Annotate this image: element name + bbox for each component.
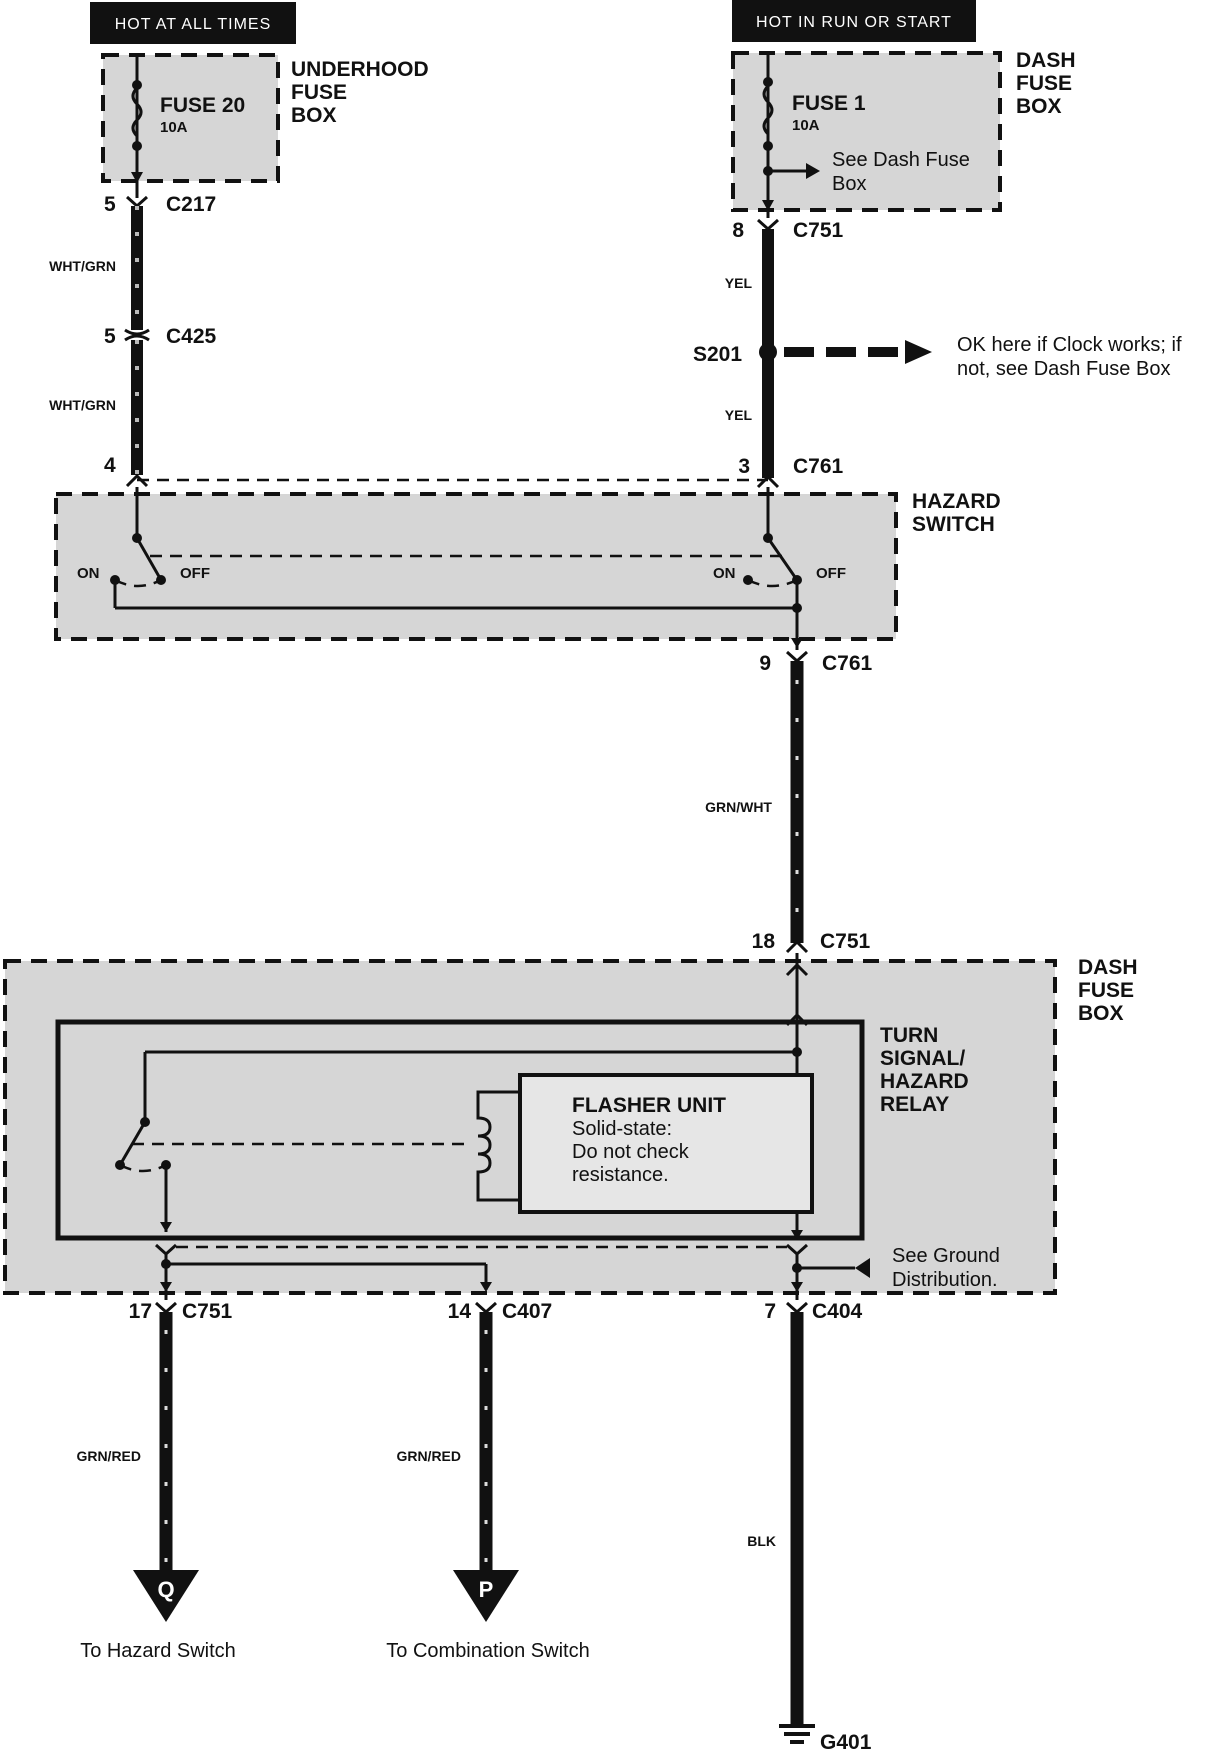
dash-box-top-label-3: BOX: [1016, 95, 1062, 118]
c751-top-pin: 8: [732, 219, 744, 242]
c217-connector: C217: [166, 193, 216, 216]
relay-label-2: SIGNAL/: [880, 1047, 965, 1070]
fuse-1-rating: 10A: [792, 117, 820, 134]
c404-connector: C404: [812, 1300, 863, 1323]
output-left-wire: Q: [133, 1301, 199, 1622]
output-middle-wire: P: [453, 1301, 519, 1622]
c751-out-pin: 17: [129, 1300, 152, 1323]
dash-box-top-label-1: DASH: [1016, 49, 1076, 72]
c761-bottom-pin: 9: [759, 652, 771, 675]
right-wire-upper-color: YEL: [725, 275, 753, 291]
left-off-label: OFF: [180, 565, 210, 582]
c761-bottom-connector: C761: [822, 652, 873, 675]
dash-box-lower-label-3: BOX: [1078, 1002, 1124, 1025]
dash-fuse-box-top: FUSE 1 10A See Dash Fuse Box: [731, 51, 1002, 218]
connector-q-letter: Q: [157, 1577, 174, 1602]
left-wire-wht-grn: [124, 195, 150, 488]
to-combination-switch-caption: To Combination Switch: [386, 1640, 589, 1662]
ground-note-1: See Ground: [892, 1245, 1000, 1267]
hazard-in-pin: 4: [104, 454, 116, 477]
underhood-box-label-2: FUSE: [291, 81, 347, 104]
left-wire-lower-color: WHT/GRN: [49, 397, 116, 413]
underhood-box-label-3: BOX: [291, 104, 337, 127]
right-wire-lower-color: YEL: [725, 407, 753, 423]
underhood-fuse-box: FUSE 20 10A: [101, 53, 280, 198]
grn-wht-wire: [785, 650, 809, 954]
s201-note-1: OK here if Clock works; if: [957, 334, 1182, 356]
right-on-label: ON: [713, 565, 736, 582]
dash-box-lower-label-2: FUSE: [1078, 979, 1134, 1002]
flasher-title: FLASHER UNIT: [572, 1094, 726, 1117]
left-wire-upper-color: WHT/GRN: [49, 258, 116, 274]
right-output-wire-label: BLK: [747, 1533, 776, 1549]
see-dash-fuse-box-1: See Dash Fuse: [832, 149, 970, 171]
c404-pin: 7: [764, 1300, 776, 1323]
relay-label-3: HAZARD: [880, 1070, 969, 1093]
left-output-wire-label: GRN/RED: [76, 1448, 141, 1464]
flasher-note-3: resistance.: [572, 1164, 669, 1186]
hot-in-run-or-start-tag: HOT IN RUN OR START: [732, 0, 976, 42]
c761-top-pin: 3: [738, 455, 750, 478]
c751-in-pin: 18: [752, 930, 776, 953]
hazard-switch-box: ON OFF ON OFF: [54, 478, 898, 650]
relay-label-1: TURN: [880, 1024, 938, 1047]
hot-at-all-times-tag: HOT AT ALL TIMES: [90, 2, 296, 44]
grn-wht-wire-label: GRN/WHT: [705, 799, 772, 815]
g401-ground-label: G401: [820, 1731, 872, 1754]
c425-pin: 5: [104, 325, 116, 348]
dash-fuse-box-lower: FLASHER UNIT Solid-state: Do not check r…: [3, 953, 1057, 1300]
c751-out-connector: C751: [182, 1300, 233, 1323]
output-right-wire: [779, 1301, 815, 1744]
hot-in-run-or-start-text: HOT IN RUN OR START: [756, 14, 952, 31]
flasher-note-1: Solid-state:: [572, 1118, 672, 1140]
underhood-box-label-1: UNDERHOOD: [291, 58, 429, 81]
connector-p-letter: P: [479, 1577, 494, 1602]
c407-connector: C407: [502, 1300, 552, 1323]
c217-pin: 5: [104, 193, 116, 216]
c425-connector: C425: [166, 325, 217, 348]
c407-pin: 14: [448, 1300, 472, 1323]
ground-note-2: Distribution.: [892, 1269, 998, 1291]
flasher-note-2: Do not check: [572, 1141, 690, 1163]
middle-output-wire-label: GRN/RED: [396, 1448, 461, 1464]
s201-note-2: not, see Dash Fuse Box: [957, 358, 1170, 380]
hazard-switch-label-1: HAZARD: [912, 490, 1001, 513]
left-on-label: ON: [77, 565, 100, 582]
s201-splice: S201: [693, 343, 742, 366]
dash-box-top-label-2: FUSE: [1016, 72, 1072, 95]
c751-top-connector: C751: [793, 219, 844, 242]
right-wire-yel: [756, 218, 932, 489]
relay-label-4: RELAY: [880, 1093, 949, 1116]
c751-in-connector: C751: [820, 930, 871, 953]
hot-at-all-times-text: HOT AT ALL TIMES: [115, 16, 272, 33]
hazard-switch-label-2: SWITCH: [912, 513, 995, 536]
right-off-label: OFF: [816, 565, 846, 582]
fuse-20-name: FUSE 20: [160, 94, 245, 117]
fuse-1-name: FUSE 1: [792, 92, 866, 115]
see-dash-fuse-box-2: Box: [832, 173, 866, 195]
to-hazard-switch-caption: To Hazard Switch: [80, 1640, 236, 1662]
c761-top-connector: C761: [793, 455, 844, 478]
fuse-20-rating: 10A: [160, 119, 188, 136]
dash-box-lower-label-1: DASH: [1078, 956, 1138, 979]
